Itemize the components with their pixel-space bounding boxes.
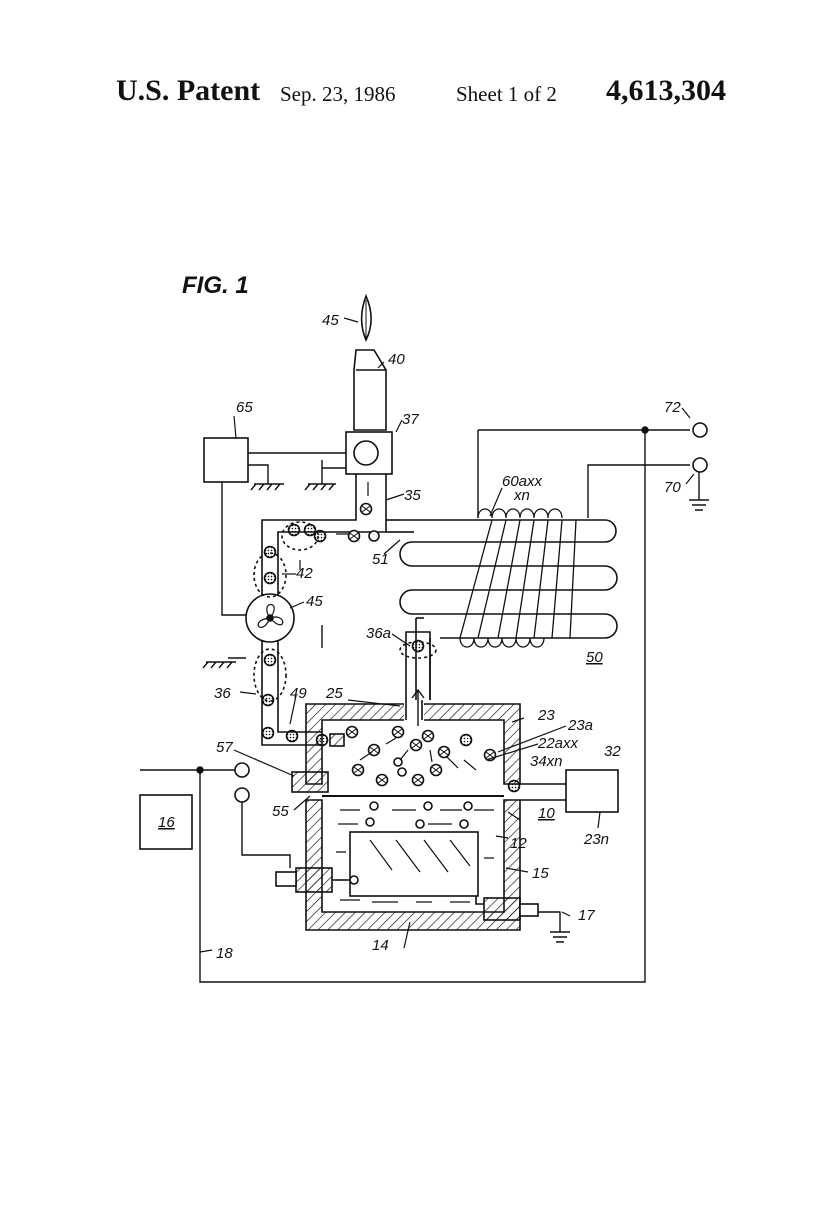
ref-40: 40: [388, 351, 405, 368]
ref-16: 16: [158, 814, 175, 831]
patent-number: 4,613,304: [606, 74, 726, 107]
ref-60-xn: xn: [513, 487, 530, 504]
ref-18: 18: [216, 945, 233, 962]
winding-60axx: [459, 508, 577, 648]
electrode-32: [565, 769, 619, 813]
ref-12: 12: [510, 835, 527, 852]
ref-37: 37: [402, 411, 419, 428]
coil-50: [399, 519, 618, 700]
terminals: [234, 422, 708, 803]
ref-25: 25: [325, 685, 343, 702]
ref-36a: 36a: [366, 625, 391, 642]
ref-23n: 23n: [583, 831, 609, 848]
ref-45-flame: 45: [322, 312, 339, 329]
ref-10: 10: [538, 805, 555, 822]
ref-57: 57: [216, 739, 233, 756]
ref-22axx: 22axx: [537, 735, 579, 752]
fittings: [275, 733, 539, 921]
ref-42: 42: [296, 565, 313, 582]
sheet-number: Sheet 1 of 2: [456, 82, 557, 106]
ref-51: 51: [372, 551, 389, 568]
figure-label: FIG. 1: [182, 272, 249, 299]
burner-nozzle: [353, 349, 387, 431]
ground-symbols: [202, 483, 709, 943]
wiring: [140, 426, 700, 983]
ref-45-fan: 45: [306, 593, 323, 610]
zone-42: [253, 552, 287, 598]
ref-55: 55: [272, 803, 289, 820]
patent-title: U.S. Patent: [116, 74, 261, 107]
ref-50: 50: [586, 649, 603, 666]
ref-72: 72: [664, 399, 681, 416]
patent-header: U.S. Patent Sep. 23, 1986 Sheet 1 of 2 4…: [0, 72, 834, 112]
ref-32: 32: [604, 743, 621, 760]
power-supply-16: [139, 794, 193, 850]
ref-49: 49: [290, 685, 307, 702]
controller-65: [203, 437, 249, 483]
fan-45: [245, 593, 295, 643]
patent-date: Sep. 23, 1986: [280, 82, 396, 106]
reference-numerals: 45 40 65 37 72 70 35 60axx xn 51 42 45 3…: [158, 312, 681, 962]
pipe-36a: [405, 631, 431, 700]
ref-60axx: 60axx: [502, 473, 543, 490]
particles: [261, 482, 521, 793]
valve-37: [345, 431, 393, 475]
zone-36a: [399, 641, 437, 659]
ref-17: 17: [578, 907, 595, 924]
ref-65: 65: [236, 399, 253, 416]
ref-23: 23: [537, 707, 555, 724]
ref-70: 70: [664, 479, 681, 496]
ref-23a: 23a: [567, 717, 593, 734]
ref-15: 15: [532, 865, 549, 882]
ref-36: 36: [214, 685, 231, 702]
ref-35: 35: [404, 487, 421, 504]
ref-34xn: 34xn: [530, 753, 563, 770]
flame: [360, 293, 373, 342]
zone-36: [253, 648, 287, 702]
ref-14: 14: [372, 937, 389, 954]
leader-lines: [199, 317, 695, 953]
lead-34xn: [520, 783, 566, 801]
